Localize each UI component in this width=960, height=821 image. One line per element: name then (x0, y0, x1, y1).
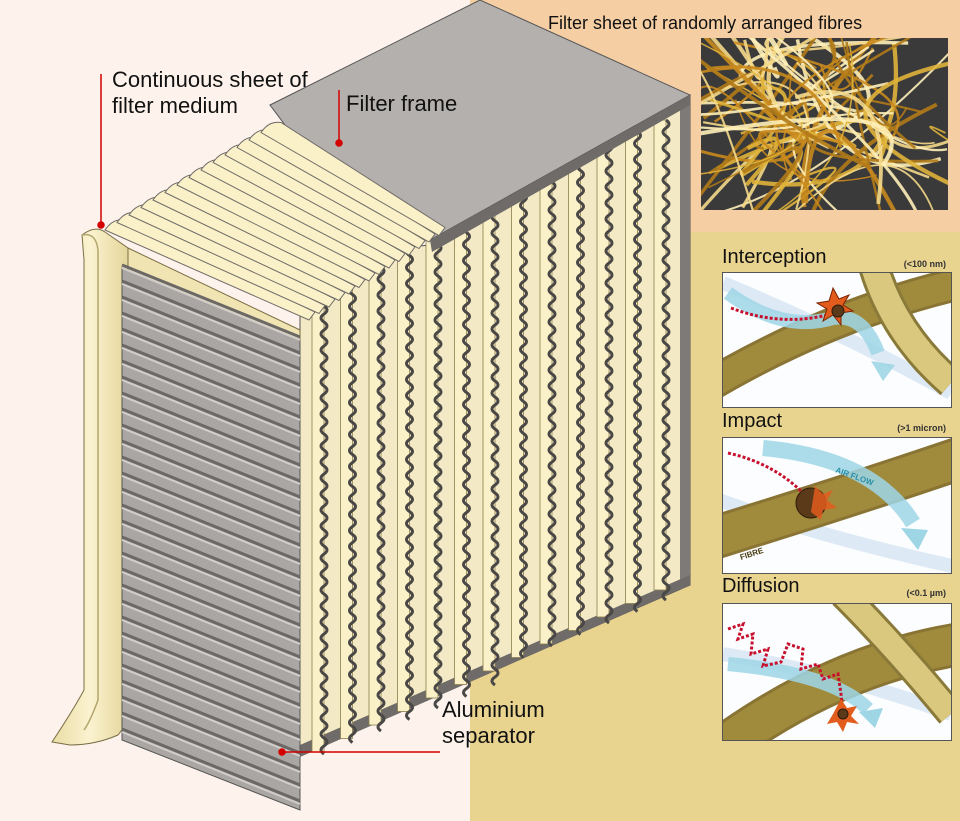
label-fibre-sheet: Filter sheet of randomly arranged fibres (548, 13, 863, 33)
fibre-strand (701, 38, 834, 131)
fibre-strand (701, 66, 764, 123)
hepa-filter-illustration (51, 0, 692, 811)
pleat-column (397, 222, 414, 721)
impact-diagram: AIR FLOW FIBRE (722, 437, 952, 574)
airflow-arrow (723, 287, 885, 356)
particle-path (727, 451, 805, 495)
diffusion-diagram (722, 603, 952, 741)
fibre-strand (701, 82, 889, 116)
fibre-strand (701, 38, 817, 197)
fibre-strand (701, 38, 816, 106)
particle-path (730, 306, 836, 321)
airflow-arrow (727, 657, 873, 715)
pleat-column (511, 176, 528, 659)
particle-path (727, 621, 845, 713)
fibre-strand (701, 117, 894, 167)
fibre-strand (724, 52, 948, 210)
fibre-strand (701, 58, 872, 170)
pleat-column (596, 141, 614, 625)
pleat-column (568, 153, 585, 636)
fibre-strand (701, 85, 824, 210)
fibre-strand (781, 166, 837, 210)
fibre-strand (757, 129, 844, 153)
interception-diagram (722, 272, 952, 408)
fibre-strand (706, 65, 843, 148)
fibre-strand (817, 96, 923, 114)
fibre-strand (811, 102, 938, 210)
mechanism-title-interception: Interception (722, 246, 827, 268)
fibre-sheet-image (701, 38, 948, 210)
fibre-strand (734, 99, 877, 182)
label-aluminium-separator: Aluminium separator (442, 697, 545, 748)
airflow-arrow (762, 440, 920, 528)
mechanism-size-diffusion: (<0.1 µm) (906, 588, 946, 598)
fibre-strand (803, 129, 897, 210)
pleat-column (653, 118, 671, 602)
mechanism-size-impact: (>1 micron) (897, 423, 946, 433)
label-filter-medium: Continuous sheet of filter medium (112, 67, 308, 118)
mechanism-title-diffusion: Diffusion (722, 575, 800, 597)
mechanism-title-impact: Impact (722, 410, 783, 432)
pleat-column (454, 199, 471, 698)
pleat-column (625, 130, 642, 613)
pleat-columns (311, 118, 671, 756)
pleat-column (539, 164, 557, 648)
top-pleat (260, 121, 446, 237)
fibre-strand (863, 61, 948, 185)
mechanism-size-interception: (<100 nm) (903, 259, 946, 269)
pleat-column (425, 210, 443, 710)
top-pleats (104, 121, 446, 321)
fibre-strand (768, 38, 789, 67)
fibre-strand (775, 38, 888, 181)
fibre-strand (929, 125, 948, 141)
fibre-strand (701, 70, 754, 210)
leader-lines (97, 74, 440, 756)
pleat-column (340, 245, 357, 744)
aluminium-separator (121, 263, 301, 811)
fibre-strand (794, 90, 883, 205)
label-filter-frame: Filter frame (346, 91, 458, 116)
